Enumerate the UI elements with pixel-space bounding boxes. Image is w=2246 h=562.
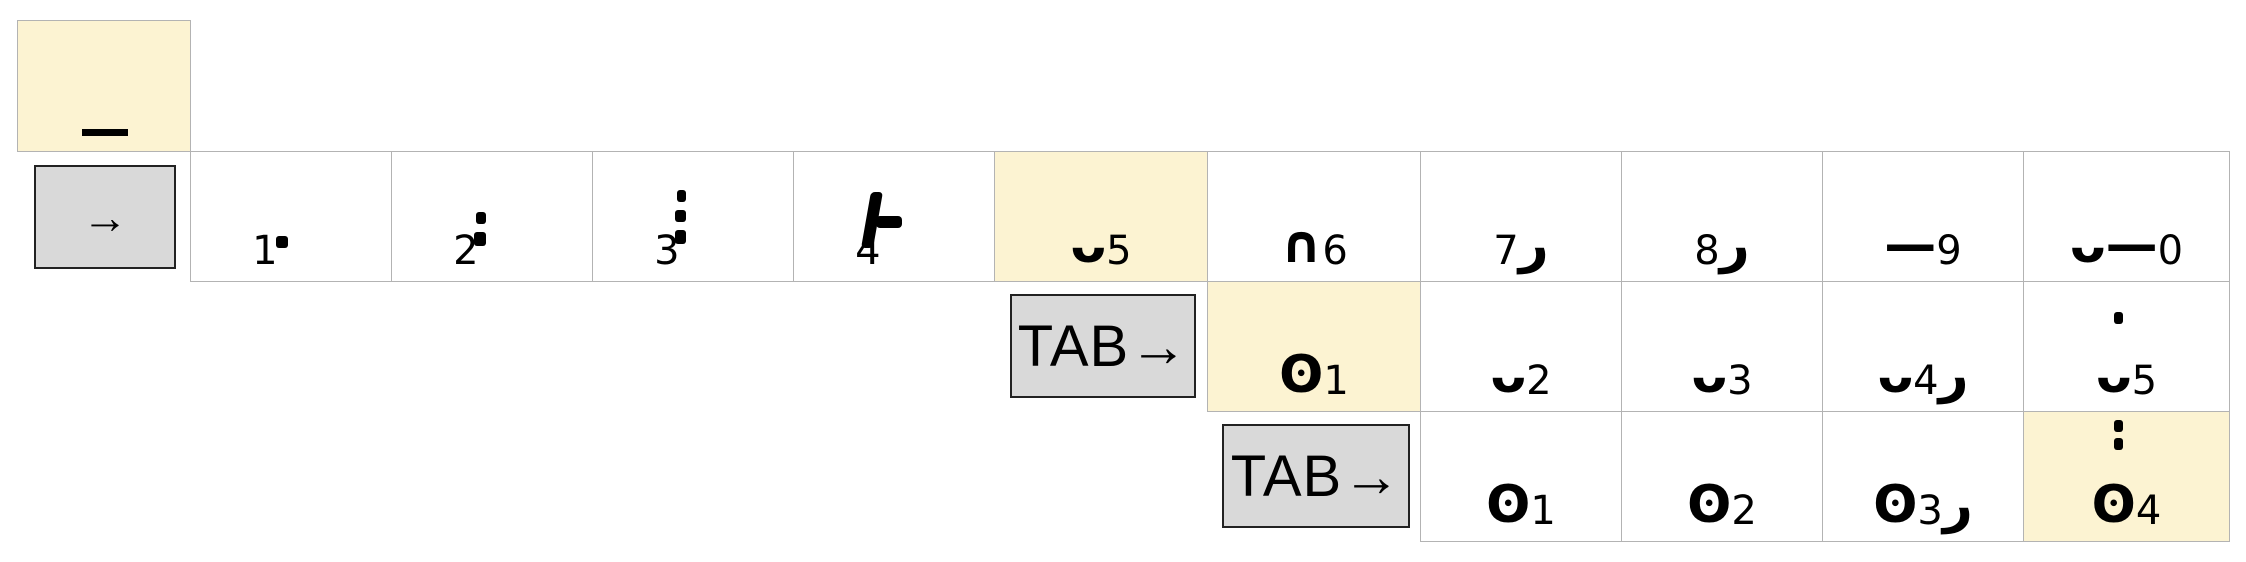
- key-number: 3: [1917, 488, 1943, 534]
- row1-key-1[interactable]: ٮ1: [190, 151, 392, 282]
- glyph: ʘ: [1279, 345, 1324, 405]
- key-number: 1: [1530, 488, 1556, 534]
- row2-key-1[interactable]: ʘ1: [1207, 281, 1421, 412]
- key-number: 4: [1913, 358, 1939, 404]
- row3-key-2[interactable]: ʘ2: [1621, 411, 1823, 542]
- row3-key-4[interactable]: ʘ4: [2023, 411, 2230, 542]
- row1-key-9[interactable]: —9: [1822, 151, 2024, 282]
- key-number: 2: [1526, 358, 1552, 404]
- row3-key-3[interactable]: ʘر3: [1822, 411, 2024, 542]
- underscore-glyph: [82, 129, 128, 136]
- key-number: 9: [1936, 228, 1962, 274]
- glyph: ᴗ: [2095, 345, 2132, 405]
- row1-key-4[interactable]: ٮ4: [793, 151, 995, 282]
- key-number: 8: [1694, 228, 1720, 274]
- row2-key-2[interactable]: ᴗ2: [1420, 281, 1622, 412]
- row2-key-3[interactable]: ᴗ3: [1621, 281, 1823, 412]
- glyph: ʘر: [1873, 475, 1973, 535]
- glyph: ᴗ: [1691, 345, 1728, 405]
- key-number: 5: [2131, 358, 2158, 404]
- row1-key-5[interactable]: ᴗ5: [994, 151, 1208, 282]
- row1-key-3[interactable]: ٮ3: [592, 151, 794, 282]
- glyph: ر: [1719, 215, 1750, 275]
- row1-key-7[interactable]: ر7: [1420, 151, 1622, 282]
- arrow-key[interactable]: →: [34, 165, 176, 269]
- key-number: 5: [1106, 228, 1132, 274]
- row2-key-5[interactable]: ᴗ5: [2023, 281, 2230, 412]
- key-number: 0: [2157, 228, 2184, 274]
- glyph: ʘ: [2091, 475, 2136, 535]
- glyph: ر: [1518, 215, 1549, 275]
- key-number: 4: [2135, 488, 2162, 534]
- glyph: ᴗ: [1490, 345, 1527, 405]
- key-number: 1: [252, 228, 278, 274]
- glyph: ᴗ: [1070, 215, 1107, 275]
- glyph: ᴗ—: [2069, 215, 2158, 275]
- glyph: ∩: [1280, 215, 1323, 275]
- key-number: 6: [1322, 228, 1348, 274]
- glyph: —: [1884, 215, 1937, 275]
- row1-key-0[interactable]: ᴗ—0: [2023, 151, 2230, 282]
- tab-key[interactable]: TAB→: [1010, 294, 1196, 398]
- key-number: 3: [1727, 358, 1753, 404]
- glyph: ᴗر: [1877, 345, 1969, 405]
- glyph: ʘ: [1687, 475, 1732, 535]
- top-underscore-key[interactable]: [17, 20, 191, 152]
- row1-key-8[interactable]: ر8: [1621, 151, 1823, 282]
- key-number: 1: [1323, 358, 1349, 404]
- tab-key-2[interactable]: TAB→: [1222, 424, 1410, 528]
- row3-key-1[interactable]: ʘ1: [1420, 411, 1622, 542]
- key-number: 7: [1493, 228, 1519, 274]
- glyph: ʘ: [1486, 475, 1531, 535]
- row1-key-2[interactable]: ٮ2: [391, 151, 593, 282]
- row1-key-6[interactable]: ∩6: [1207, 151, 1421, 282]
- key-number: 2: [1731, 488, 1757, 534]
- row2-key-4[interactable]: ᴗر4: [1822, 281, 2024, 412]
